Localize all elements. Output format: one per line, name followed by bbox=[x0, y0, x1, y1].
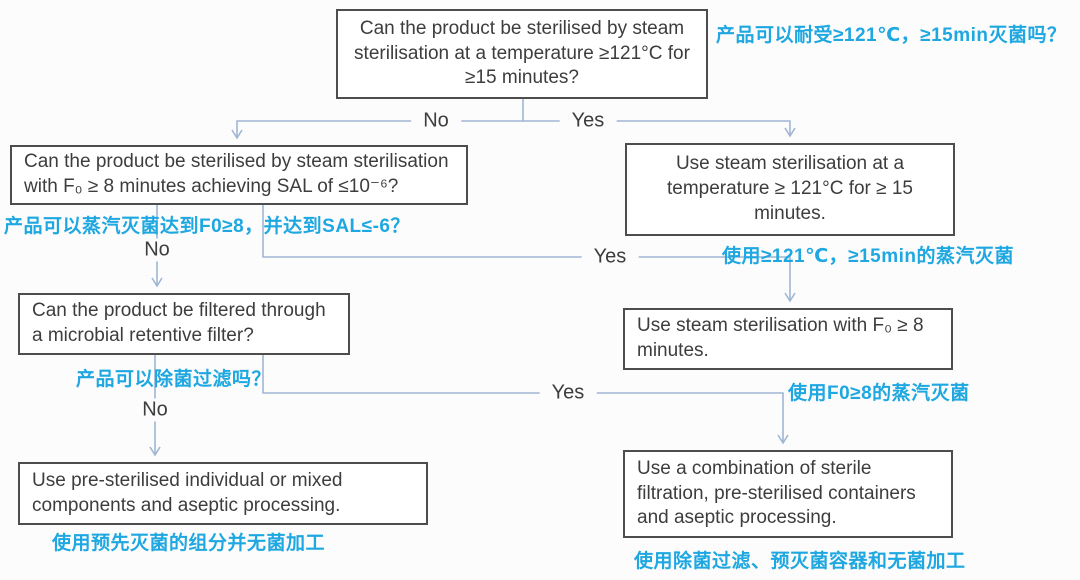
annotation-zh-decision-steam-121: 产品可以耐受≥121℃，≥15min灭菌吗？ bbox=[716, 25, 1067, 46]
decision-filter-box: Can the product be filtered through a mi… bbox=[18, 293, 350, 355]
annotation-zh-outcome-f0-8: 使用F0≥8的蒸汽灭菌 bbox=[788, 383, 970, 404]
edge-label-q2-yes: Yes bbox=[581, 245, 639, 269]
annotation-zh-decision-filter: 产品可以除菌过滤吗？ bbox=[76, 369, 272, 390]
outcome-f0-8-box: Use steam sterilisation with F₀ ≥ 8 minu… bbox=[623, 308, 953, 370]
decision-steam-121-text: Can the product be sterilised by steam s… bbox=[354, 17, 690, 89]
edge-label-q1-yes: Yes bbox=[559, 109, 617, 133]
annotation-zh-outcome-presterilised-aseptic: 使用预先灭菌的组分并无菌加工 bbox=[52, 533, 326, 554]
annotation-zh-outcome-steam-121: 使用≥121℃，≥15min的蒸汽灭菌 bbox=[722, 246, 1014, 267]
edge-label-q3-no: No bbox=[130, 398, 180, 422]
outcome-presterilised-aseptic-text: Use pre-sterilised individual or mixed c… bbox=[32, 469, 343, 516]
decision-f0-sal-text: Can the product be sterilised by steam s… bbox=[24, 151, 449, 197]
decision-filter-text: Can the product be filtered through a mi… bbox=[32, 300, 326, 346]
decision-steam-121-box: Can the product be sterilised by steam s… bbox=[336, 9, 708, 99]
outcome-steam-121-box: Use steam sterilisation at a temperature… bbox=[625, 143, 955, 236]
connector-q1-no bbox=[231, 120, 523, 140]
edge-label-q2-no: No bbox=[132, 238, 182, 262]
connector-q2-yes bbox=[262, 205, 796, 303]
annotation-zh-decision-f0-sal: 产品可以蒸汽灭菌达到F0≥8，并达到SAL≤-6？ bbox=[4, 216, 410, 237]
outcome-filtration-aseptic-text: Use a combination of sterile filtration,… bbox=[637, 457, 916, 529]
outcome-f0-8-text: Use steam sterilisation with F₀ ≥ 8 minu… bbox=[637, 315, 924, 361]
outcome-presterilised-aseptic-box: Use pre-sterilised individual or mixed c… bbox=[18, 462, 428, 525]
connector-q3-yes bbox=[262, 355, 789, 445]
decision-f0-sal-box: Can the product be sterilised by steam s… bbox=[10, 145, 468, 205]
edge-label-q1-no: No bbox=[411, 109, 461, 133]
outcome-filtration-aseptic-box: Use a combination of sterile filtration,… bbox=[623, 450, 953, 538]
outcome-steam-121-text: Use steam sterilisation at a temperature… bbox=[666, 153, 914, 224]
annotation-zh-outcome-filtration-aseptic: 使用除菌过滤、预灭菌容器和无菌加工 bbox=[634, 551, 966, 572]
edge-label-q3-yes: Yes bbox=[539, 381, 597, 405]
